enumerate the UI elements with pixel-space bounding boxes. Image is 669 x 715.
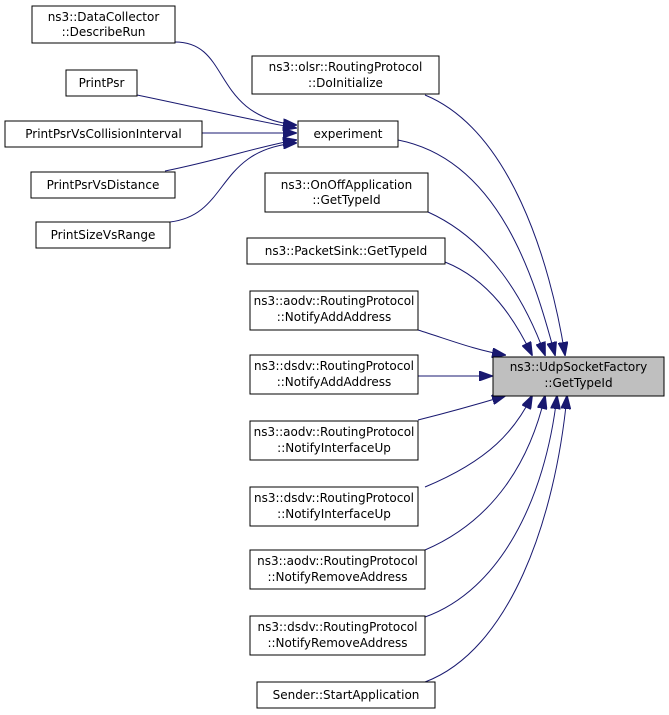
node-label-line: ::GetTypeId xyxy=(544,376,612,390)
node-dsdv-routing-protocol-notify-add-address[interactable]: ns3::dsdv::RoutingProtocol ::NotifyAddAd… xyxy=(249,354,419,395)
node-label-line: ns3::dsdv::RoutingProtocol xyxy=(254,359,414,373)
edge-print-size-range-to-experiment xyxy=(169,143,296,223)
node-label-line: ::GetTypeId xyxy=(312,193,380,207)
node-label-line: ::DescribeRun xyxy=(62,25,146,39)
node-label-line: ns3::aodv::RoutingProtocol xyxy=(254,425,415,439)
node-aodv-routing-protocol-notify-remove-address[interactable]: ns3::aodv::RoutingProtocol ::NotifyRemov… xyxy=(249,549,426,590)
node-label-line: ::NotifyInterfaceUp xyxy=(277,441,391,455)
node-data-collector-describe-run[interactable]: ns3::DataCollector ::DescribeRun xyxy=(31,5,176,44)
node-label-line: ns3::dsdv::RoutingProtocol xyxy=(258,620,418,634)
node-label-line: ns3::PacketSink::GetTypeId xyxy=(265,244,428,258)
node-print-psr-vs-collision-interval[interactable]: PrintPsrVsCollisionInterval xyxy=(4,120,203,148)
edge-data-collector-to-experiment xyxy=(174,41,296,125)
edges xyxy=(136,41,567,683)
edge-experiment-to-udp-get-type-id xyxy=(397,139,555,355)
node-print-psr[interactable]: PrintPsr xyxy=(65,69,138,97)
edge-sender-start-application-to-udp-get-type-id xyxy=(424,396,567,683)
node-aodv-routing-protocol-notify-add-address[interactable]: ns3::aodv::RoutingProtocol ::NotifyAddAd… xyxy=(249,290,419,331)
edge-aodv-notify-add-address-to-udp-get-type-id xyxy=(417,329,505,355)
node-olsr-routing-protocol-do-initialize[interactable]: ns3::olsr::RoutingProtocol ::DoInitializ… xyxy=(251,55,440,95)
node-label-line: experiment xyxy=(314,127,383,141)
edge-dsdv-notify-remove-address-to-udp-get-type-id xyxy=(424,396,557,618)
node-aodv-routing-protocol-notify-interface-up[interactable]: ns3::aodv::RoutingProtocol ::NotifyInter… xyxy=(249,420,419,461)
node-label-line: PrintPsr xyxy=(79,76,125,90)
node-label-line: ns3::OnOffApplication xyxy=(281,178,412,192)
node-udp-socket-factory-get-type-id[interactable]: ns3::UdpSocketFactory ::GetTypeId xyxy=(492,356,665,397)
edge-packet-sink-get-type-id-to-udp-get-type-id xyxy=(444,261,532,355)
node-print-size-vs-range[interactable]: PrintSizeVsRange xyxy=(35,221,171,249)
node-dsdv-routing-protocol-notify-interface-up[interactable]: ns3::dsdv::RoutingProtocol ::NotifyInter… xyxy=(249,486,419,527)
node-label-line: Sender::StartApplication xyxy=(273,688,420,702)
node-onoff-application-get-type-id[interactable]: ns3::OnOffApplication ::GetTypeId xyxy=(264,172,429,213)
node-experiment[interactable]: experiment xyxy=(297,120,399,148)
node-label-line: ns3::olsr::RoutingProtocol xyxy=(269,60,423,74)
node-label-line: PrintSizeVsRange xyxy=(51,228,156,242)
edge-dsdv-notify-interface-up-to-udp-get-type-id xyxy=(424,396,532,488)
node-packet-sink-get-type-id[interactable]: ns3::PacketSink::GetTypeId xyxy=(246,237,446,265)
node-label-line: ::NotifyRemoveAddress xyxy=(267,570,407,584)
node-label-line: PrintPsrVsCollisionInterval xyxy=(25,127,182,141)
node-label-line: ns3::dsdv::RoutingProtocol xyxy=(254,491,414,505)
edge-onoff-get-type-id-to-udp-get-type-id xyxy=(427,211,545,355)
edge-olsr-do-initialize-to-udp-get-type-id xyxy=(424,94,565,355)
edge-print-psr-to-experiment xyxy=(136,94,296,128)
node-print-psr-vs-distance[interactable]: PrintPsrVsDistance xyxy=(30,171,176,199)
node-sender-start-application[interactable]: Sender::StartApplication xyxy=(256,681,436,709)
node-dsdv-routing-protocol-notify-remove-address[interactable]: ns3::dsdv::RoutingProtocol ::NotifyRemov… xyxy=(249,615,426,656)
node-label-line: PrintPsrVsDistance xyxy=(47,178,160,192)
node-label-line: ns3::aodv::RoutingProtocol xyxy=(257,554,418,568)
node-label-line: ::NotifyAddAddress xyxy=(277,375,392,389)
node-label-line: ns3::aodv::RoutingProtocol xyxy=(254,294,415,308)
node-label-line: ::NotifyInterfaceUp xyxy=(277,507,391,521)
node-label-line: ns3::UdpSocketFactory xyxy=(510,360,648,374)
node-label-line: ::NotifyAddAddress xyxy=(277,310,392,324)
node-label-line: ::DoInitialize xyxy=(308,76,383,90)
edge-aodv-notify-remove-address-to-udp-get-type-id xyxy=(424,396,545,551)
node-label-line: ::NotifyRemoveAddress xyxy=(267,636,407,650)
node-label-line: ns3::DataCollector xyxy=(48,10,160,24)
edge-aodv-notify-interface-up-to-udp-get-type-id xyxy=(417,396,505,421)
nodes: ns3::DataCollector ::DescribeRun PrintPs… xyxy=(4,5,665,709)
